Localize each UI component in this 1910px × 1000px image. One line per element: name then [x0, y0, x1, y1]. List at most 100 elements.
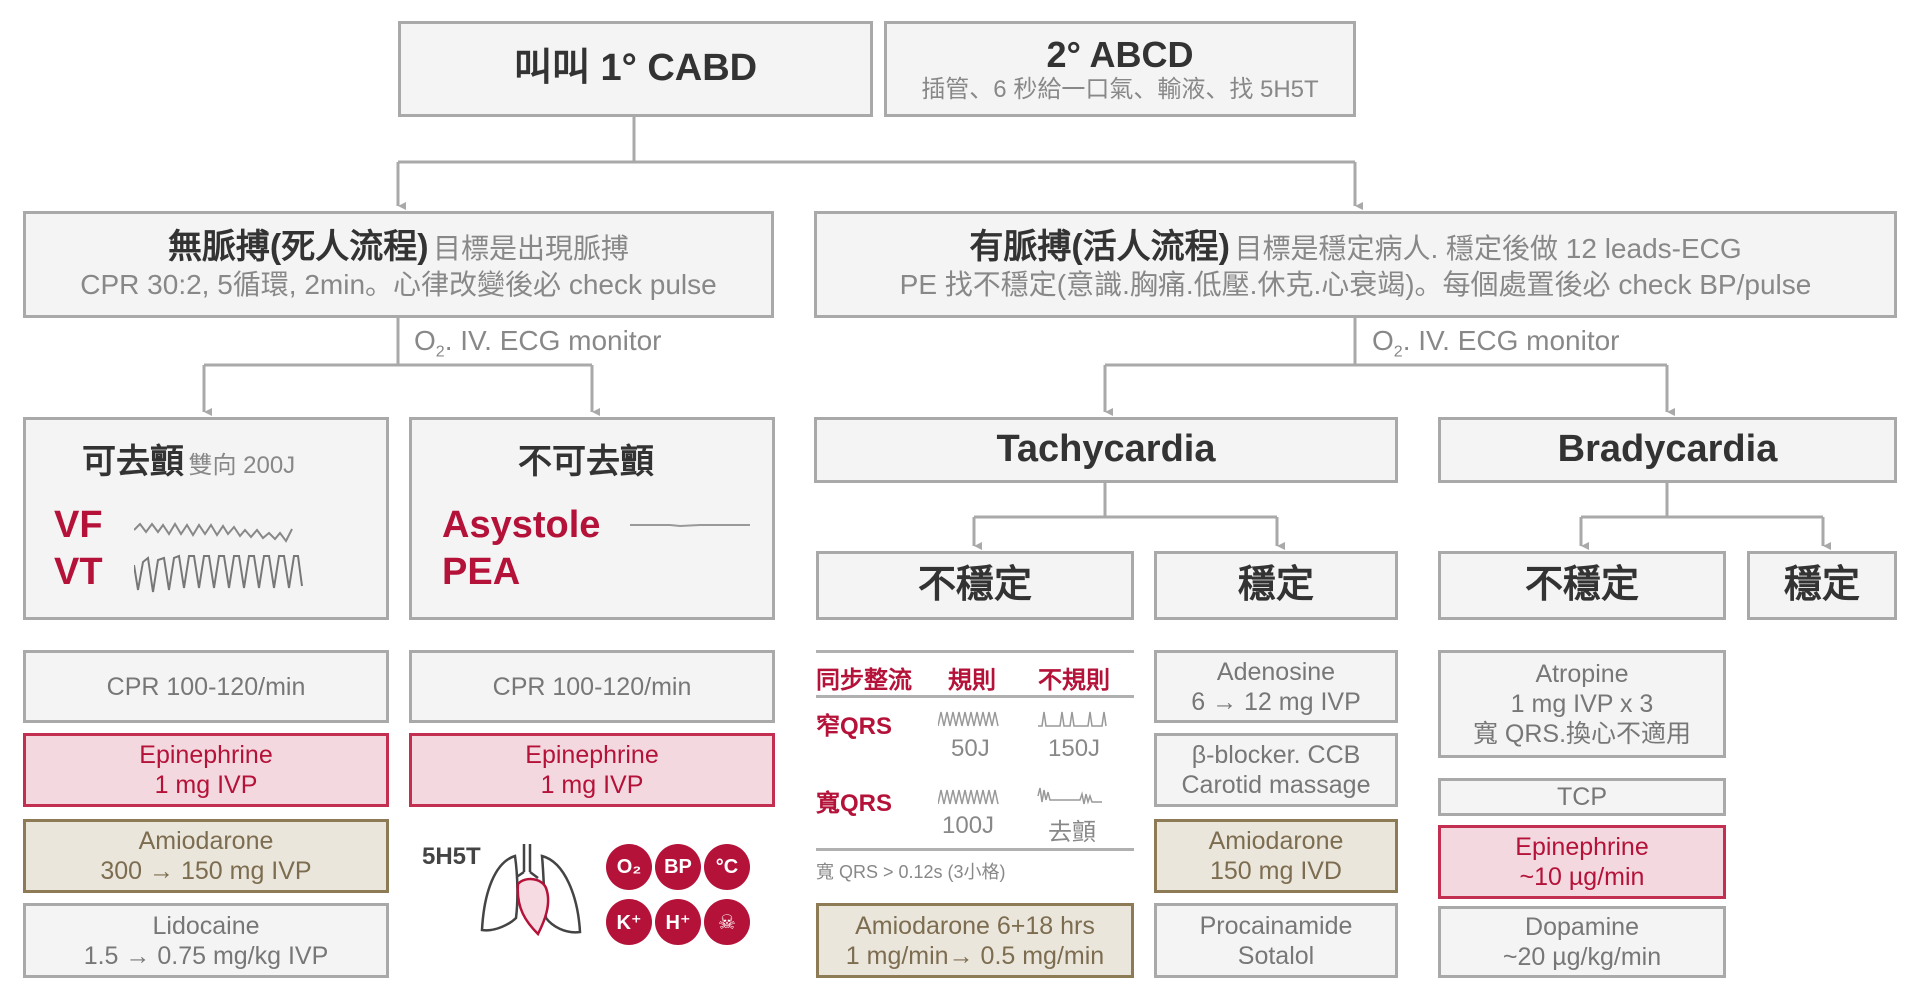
- drug-line: β-blocker. CCB: [1191, 741, 1361, 769]
- secondary-survey-box: 2° ABCD 插管、6 秒給一口氣、輸液、找 5H5T: [884, 21, 1356, 117]
- drug-line: 1.5 → 0.75 mg/kg IVP: [83, 941, 329, 970]
- pulseless-monitor-label: O2. IV. ECG monitor: [414, 325, 662, 361]
- pulse-monitor-label: O2. IV. ECG monitor: [1372, 325, 1620, 361]
- bradycardia-title: Bradycardia: [1557, 428, 1778, 471]
- table-header: 同步整流: [816, 667, 912, 694]
- narrow-qrs-waveform-icon: [938, 711, 1107, 727]
- drug-line: Epinephrine: [1515, 833, 1649, 861]
- drug-line: Amiodarone: [138, 827, 274, 855]
- pulse-title: 有脈搏(活人流程): [969, 228, 1230, 267]
- drug-line: Epinephrine: [139, 741, 273, 769]
- non-shockable-box: 不可去顫 Asystole PEA: [409, 417, 775, 620]
- drug-line: TCP: [1557, 783, 1607, 811]
- dopamine-box: Dopamine~20 µg/kg/min: [1438, 906, 1726, 978]
- drug-line: Procainamide: [1199, 911, 1353, 940]
- wide-qrs-waveform-icon: [938, 787, 1102, 805]
- tachy-unstable-title: 不穩定: [917, 563, 1032, 606]
- cpr-box-shockable: CPR 100-120/min: [23, 650, 389, 723]
- shockable-title: 可去顫: [82, 443, 184, 481]
- drug-line: CPR 100-120/min: [106, 672, 306, 701]
- table-header: 規則: [948, 667, 996, 694]
- pulseless-title: 無脈搏(死人流程): [167, 228, 429, 267]
- vf-vt-waveform-icon: [134, 522, 303, 593]
- cpr-box-non-shockable: CPR 100-120/min: [409, 650, 775, 723]
- drug-line: 1 mg/min→ 0.5 mg/min: [845, 941, 1105, 970]
- hs-badge-hydrogen: H⁺: [655, 899, 701, 945]
- pulse-goal: 目標是穩定病人. 穩定後做 12 leads-ECG: [1234, 233, 1742, 265]
- table-header: 不規則: [1038, 667, 1110, 694]
- shockable-energy: 雙向 200J: [188, 452, 296, 479]
- energy-value: 50J: [951, 735, 990, 762]
- hs-badge-temperature: °C: [704, 844, 750, 890]
- tachy-stable-title: 穩定: [1237, 563, 1314, 606]
- energy-value: 100J: [942, 812, 995, 839]
- pulseless-box: 無脈搏(死人流程) 目標是出現脈搏 CPR 30:2, 5循環, 2min。心律…: [23, 211, 774, 318]
- primary-survey-box: 叫叫 1° CABD: [398, 21, 873, 117]
- drug-line: 1 mg IVP: [540, 771, 644, 799]
- bradycardia-box: Bradycardia: [1438, 417, 1897, 483]
- drug-line: Epinephrine: [525, 741, 659, 769]
- drug-line: Carotid massage: [1181, 771, 1371, 799]
- rhythm-asystole: Asystole: [442, 504, 601, 546]
- brady-unstable-title: 不穩定: [1524, 563, 1639, 606]
- drug-line: Sotalol: [1237, 941, 1315, 970]
- drug-line: Amiodarone: [1208, 827, 1344, 855]
- drug-line: CPR 100-120/min: [492, 672, 692, 701]
- energy-value: 去顫: [1048, 819, 1096, 846]
- pulse-sub: PE 找不穩定(意識.胸痛.低壓.休克.心衰竭)。每個處置後必 check BP…: [899, 269, 1812, 301]
- pulseless-goal: 目標是出現脈搏: [433, 233, 630, 265]
- tachycardia-title: Tachycardia: [996, 428, 1216, 471]
- brady-stable-box: 穩定: [1747, 551, 1897, 620]
- tachycardia-box: Tachycardia: [814, 417, 1398, 483]
- tachy-stable-box: 穩定: [1154, 551, 1398, 620]
- skull-icon: ☠: [704, 899, 750, 945]
- hs-badge-hypoxia: O₂: [606, 844, 652, 890]
- hs-ts-label: 5H5T: [422, 843, 481, 870]
- rhythm-vf: VF: [54, 504, 103, 546]
- non-shockable-title: 不可去顫: [518, 443, 654, 481]
- brady-stable-title: 穩定: [1783, 563, 1860, 606]
- hs-badge-bp: BP: [655, 844, 701, 890]
- pulseless-sub: CPR 30:2, 5循環, 2min。心律改變後必 check pulse: [80, 269, 717, 301]
- drug-line: 150 mg IVD: [1209, 857, 1342, 885]
- brady-unstable-box: 不穩定: [1438, 551, 1726, 620]
- drug-line: 寬 QRS.換心不適用: [1472, 720, 1692, 748]
- shockable-box: 可去顫 雙向 200J VF VT: [23, 417, 389, 620]
- table-row-label: 寬QRS: [816, 790, 893, 817]
- drug-line: Adenosine: [1216, 657, 1336, 686]
- cardioversion-table: 同步整流 規則 不規則 窄QRS 50J 150J 寬QRS 100J 去顫 寬…: [816, 650, 1134, 882]
- tcp-box: TCP: [1438, 778, 1726, 816]
- drug-line: 6 → 12 mg IVP: [1191, 687, 1361, 716]
- energy-value: 150J: [1048, 735, 1101, 762]
- drug-line: Lidocaine: [152, 911, 260, 940]
- rhythm-vt: VT: [54, 551, 103, 593]
- lungs-heart-icon: [480, 844, 582, 937]
- wide-qrs-note: 寬 QRS > 0.12s (3小格): [816, 862, 1006, 882]
- hs-badge-potassium: K⁺: [606, 899, 652, 945]
- drug-line: ~20 µg/kg/min: [1502, 943, 1662, 971]
- drug-line: 1 mg IVP x 3: [1510, 690, 1654, 718]
- drug-line: 1 mg IVP: [154, 771, 258, 799]
- rhythm-pea: PEA: [442, 551, 521, 593]
- secondary-survey-title: 2° ABCD: [1046, 34, 1194, 75]
- epinephrine-infusion-box: Epinephrine~10 µg/min: [1438, 825, 1726, 899]
- drug-line: Dopamine: [1525, 913, 1639, 941]
- table-row-label: 窄QRS: [816, 713, 893, 740]
- pulse-box: 有脈搏(活人流程) 目標是穩定病人. 穩定後做 12 leads-ECG PE …: [814, 211, 1897, 318]
- secondary-survey-sub: 插管、6 秒給一口氣、輸液、找 5H5T: [921, 76, 1319, 104]
- primary-survey-title: 叫叫 1° CABD: [513, 47, 758, 90]
- flatline-waveform-icon: [630, 524, 750, 528]
- tachy-unstable-box: 不穩定: [816, 551, 1134, 620]
- drug-line: Atropine: [1535, 660, 1629, 688]
